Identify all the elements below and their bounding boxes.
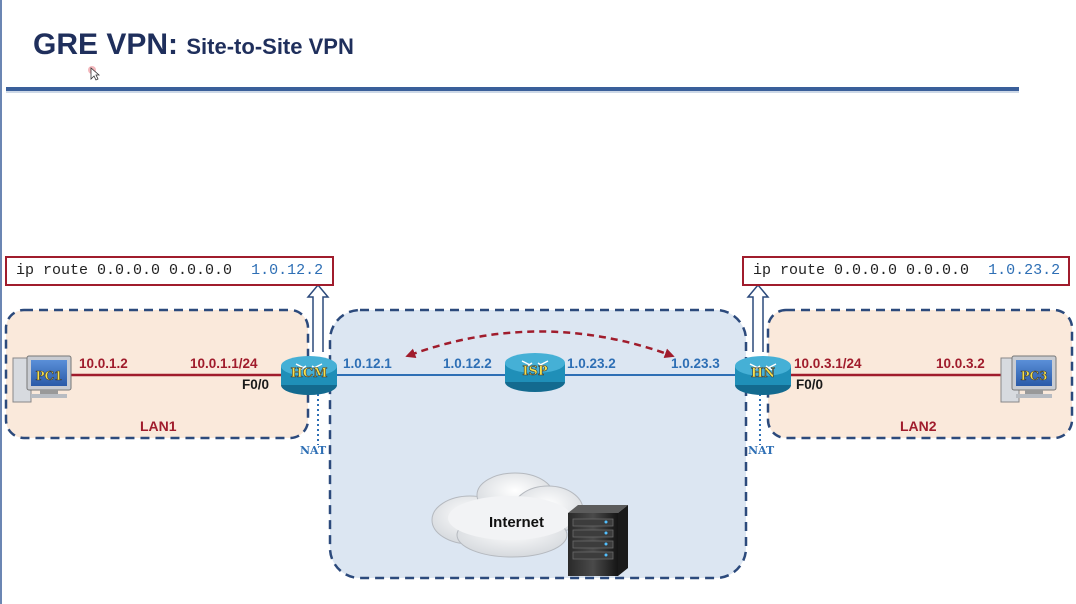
internet-cloud-icon: [431, 472, 584, 558]
gre-tunnel-arrow: [405, 330, 675, 359]
nat-right-label: NAT: [748, 444, 775, 457]
internet-label: Internet: [489, 514, 544, 531]
pc3-ip-label: 10.0.3.2: [936, 356, 985, 371]
mouse-cursor-icon: [88, 66, 101, 81]
isp-right-ip-label: 1.0.23.2: [567, 356, 616, 371]
route-prefix-right: ip route 0.0.0.0 0.0.0.0: [753, 262, 970, 279]
route-next-hop-left: 1.0.12.2: [251, 262, 324, 279]
up-arrow-right: [746, 283, 770, 352]
hn-lan-iface-label: F0/0: [796, 377, 823, 392]
internet-zone: [328, 308, 748, 580]
static-route-command-left: ip route 0.0.0.0 0.0.0.0 1.0.12.2: [5, 256, 334, 286]
pc3-computer-icon[interactable]: [1000, 355, 1057, 403]
nat-left-label: NAT: [300, 444, 327, 457]
up-arrow-left: [306, 283, 330, 352]
router-hcm[interactable]: [281, 356, 337, 395]
route-prefix-left: ip route 0.0.0.0 0.0.0.0: [16, 262, 233, 279]
isp-label: ISP: [522, 364, 547, 379]
lan1-label: LAN1: [140, 418, 177, 434]
hn-wan-ip-label: 1.0.23.3: [671, 356, 720, 371]
hcm-lan-iface-label: F0/0: [242, 377, 269, 392]
hcm-wan-ip-label: 1.0.12.1: [343, 356, 392, 371]
router-hn[interactable]: [735, 356, 791, 395]
pc3-label: PC3: [1021, 369, 1048, 383]
static-route-command-right: ip route 0.0.0.0 0.0.0.0 1.0.23.2: [742, 256, 1070, 286]
hn-lan-ip-label: 10.0.3.1/24: [794, 356, 862, 371]
lan2-label: LAN2: [900, 418, 937, 434]
pc1-ip-label: 10.0.1.2: [79, 356, 128, 371]
page-title: GRE VPN: Site-to-Site VPN: [33, 28, 354, 62]
pc1-label: PC1: [36, 369, 63, 383]
isp-left-ip-label: 1.0.12.2: [443, 356, 492, 371]
server-icon: [568, 505, 628, 576]
hn-label: HN: [751, 366, 775, 381]
route-next-hop-right: 1.0.23.2: [988, 262, 1061, 279]
title-main: GRE VPN:: [33, 28, 179, 61]
pc1-computer-icon[interactable]: [12, 355, 72, 403]
hcm-lan-ip-label: 10.0.1.1/24: [190, 356, 258, 371]
hcm-label: HCM: [290, 366, 327, 381]
router-isp[interactable]: [505, 353, 565, 392]
title-subtitle: Site-to-Site VPN: [186, 34, 354, 59]
